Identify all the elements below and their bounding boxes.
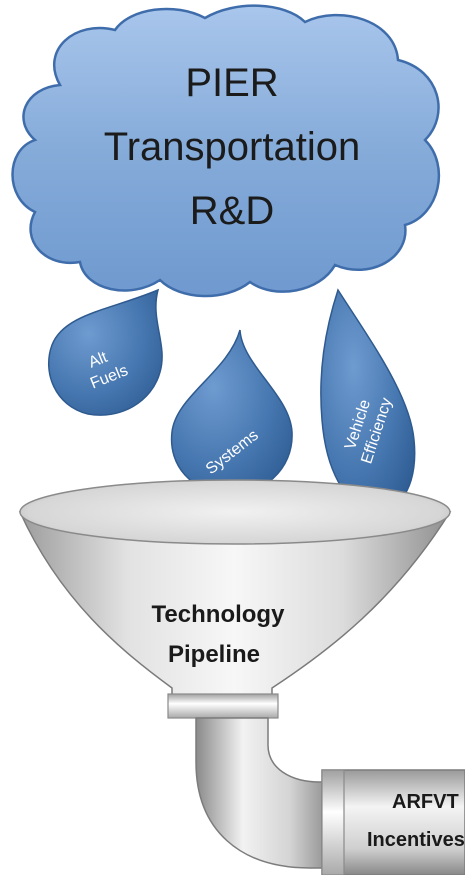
drop-systems-shape — [170, 329, 293, 495]
cloud-line-2: Transportation — [104, 125, 360, 169]
drop-vehicle-efficiency-shape — [320, 288, 416, 511]
funnel-rim — [19, 479, 451, 545]
drop-vehicle-efficiency: Vehicle Efficiency — [320, 288, 416, 511]
pipe-outlet-collar — [321, 769, 345, 875]
funnel-neck — [167, 693, 279, 719]
cloud: PIER Transportation R&D — [11, 4, 440, 298]
funnel-line-1: Technology — [152, 601, 286, 628]
cloud-line-3: R&D — [190, 189, 274, 233]
drop-alt-fuels: Alt Fuels — [47, 288, 163, 416]
cloud-shape — [11, 4, 440, 298]
drop-systems: Systems — [170, 329, 293, 495]
pipe-line-2: Incentives — [367, 829, 465, 851]
funnel-line-2: Pipeline — [168, 641, 260, 668]
cloud-line-1: PIER — [185, 61, 278, 105]
funnel: Technology Pipeline — [18, 479, 452, 719]
drop-alt-fuels-line-1: Alt — [86, 349, 110, 372]
pipe-bend — [195, 717, 331, 869]
pipe: ARFVT Incentives — [195, 717, 465, 875]
drop-alt-fuels-shape — [47, 288, 163, 416]
pipe-line-1: ARFVT — [392, 791, 459, 813]
